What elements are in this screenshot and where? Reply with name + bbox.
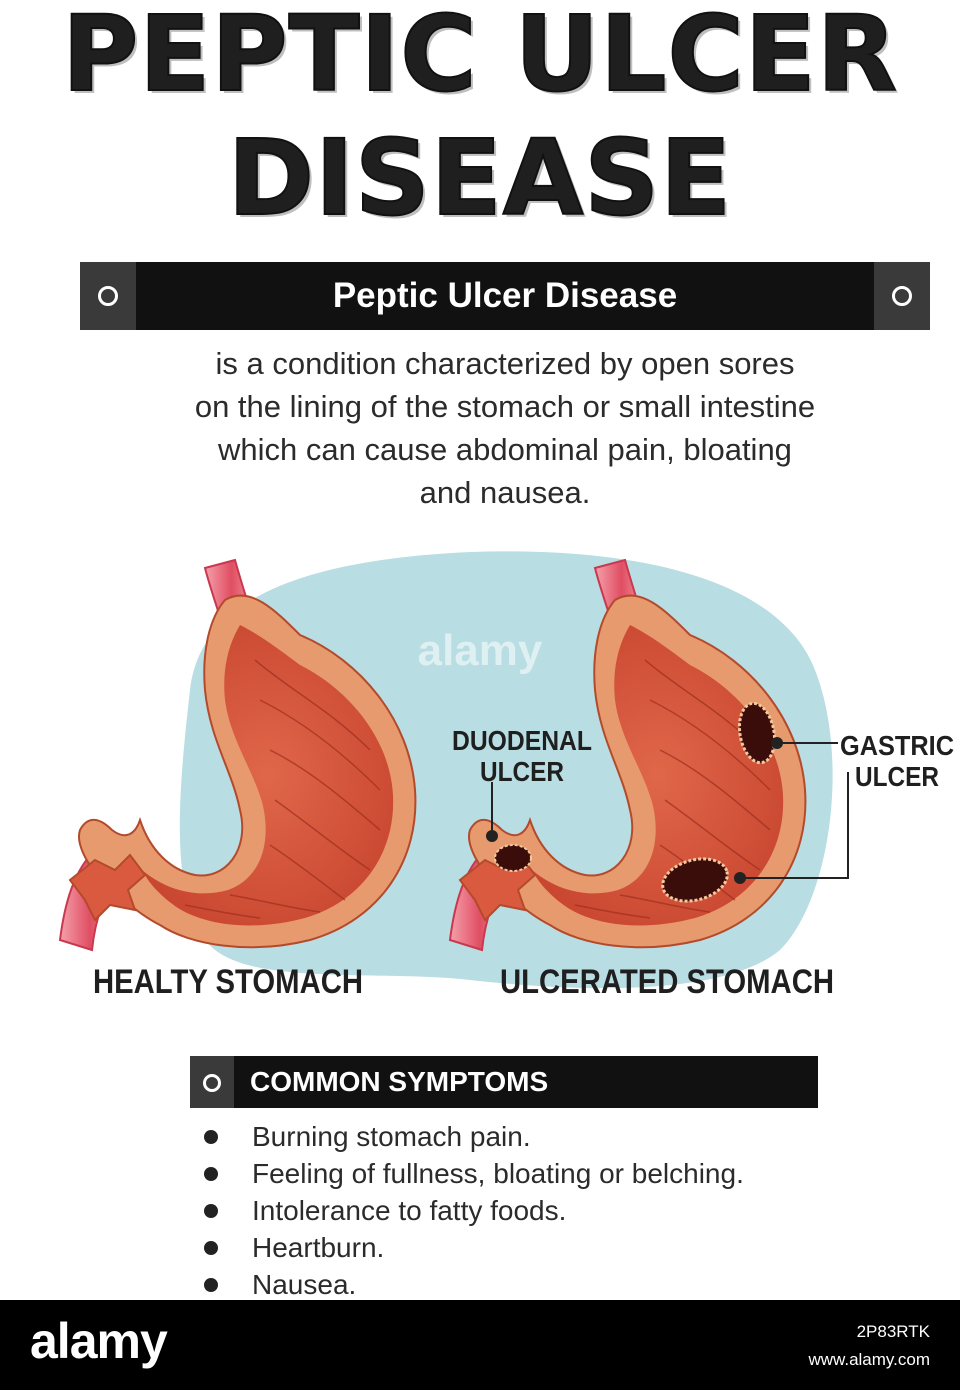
healthy-stomach <box>58 558 417 952</box>
description-line: and nausea. <box>419 475 591 510</box>
ulcerated-stomach-inner <box>532 625 784 926</box>
symptom-text: Feeling of fullness, bloating or belchin… <box>252 1158 744 1189</box>
ring-icon <box>203 1074 221 1092</box>
list-item: Nausea. <box>200 1266 744 1303</box>
description-line: on the lining of the stomach or small in… <box>194 389 816 424</box>
symptoms-list: Burning stomach pain. Feeling of fullnes… <box>200 1118 744 1303</box>
healthy-stomach-inner <box>142 625 394 926</box>
duodenal-callout-dot <box>486 830 498 842</box>
symptom-text: Heartburn. <box>252 1232 385 1263</box>
footer-logo: alamy <box>30 1313 168 1369</box>
duodenal-label-line-1: DUODENAL <box>452 725 592 756</box>
duodenal-ulcer <box>494 844 532 872</box>
stomach-diagram: alamy <box>58 551 954 1001</box>
page-title-line-2: DISEASE <box>227 117 733 239</box>
gastric-label-line-1: GASTRIC <box>840 730 954 761</box>
page-title-line-1: PEPTIC ULCER <box>61 0 898 115</box>
ulcerated-stomach-label: ULCERATED STOMACH <box>500 963 834 1001</box>
duodenal-label-line-2: ULCER <box>480 756 564 787</box>
footer-bar: alamy 2P83RTK www.alamy.com <box>0 1300 960 1390</box>
healthy-stomach-label: HEALTY STOMACH <box>93 963 363 1001</box>
ulcerated-stomach <box>448 558 807 952</box>
symptoms-header: COMMON SYMPTOMS <box>250 1066 549 1097</box>
bullet-icon <box>204 1241 218 1255</box>
gastric-ulcer-upper <box>737 701 777 765</box>
description-line: is a condition characterized by open sor… <box>215 346 795 381</box>
watermark-text: alamy <box>418 626 543 675</box>
symptoms-header-bar: COMMON SYMPTOMS <box>190 1056 818 1108</box>
bullet-icon <box>204 1167 218 1181</box>
list-item: Intolerance to fatty foods. <box>200 1192 744 1229</box>
list-item: Heartburn. <box>200 1229 744 1266</box>
banner-label: Peptic Ulcer Disease <box>332 276 678 315</box>
definition-banner: Peptic Ulcer Disease <box>80 262 930 330</box>
ring-icon <box>98 286 118 306</box>
footer-site: www.alamy.com <box>808 1350 930 1369</box>
callout-lines <box>491 742 849 879</box>
list-item: Feeling of fullness, bloating or belchin… <box>200 1155 744 1192</box>
symptom-text: Burning stomach pain. <box>252 1121 531 1152</box>
list-item: Burning stomach pain. <box>200 1118 744 1155</box>
ring-icon <box>892 286 912 306</box>
gastric-callout-dot-lower <box>734 872 746 884</box>
symptom-text: Nausea. <box>252 1269 357 1300</box>
description-line: which can cause abdominal pain, bloating <box>218 432 792 467</box>
gastric-ulcer-lower <box>661 857 729 903</box>
footer-image-id: 2P83RTK <box>856 1322 930 1341</box>
bullet-icon <box>204 1130 218 1144</box>
bullet-icon <box>204 1278 218 1292</box>
bullet-icon <box>204 1204 218 1218</box>
gastric-label-line-2: ULCER <box>855 761 939 792</box>
gastric-callout-dot <box>771 737 783 749</box>
symptom-text: Intolerance to fatty foods. <box>252 1195 567 1226</box>
